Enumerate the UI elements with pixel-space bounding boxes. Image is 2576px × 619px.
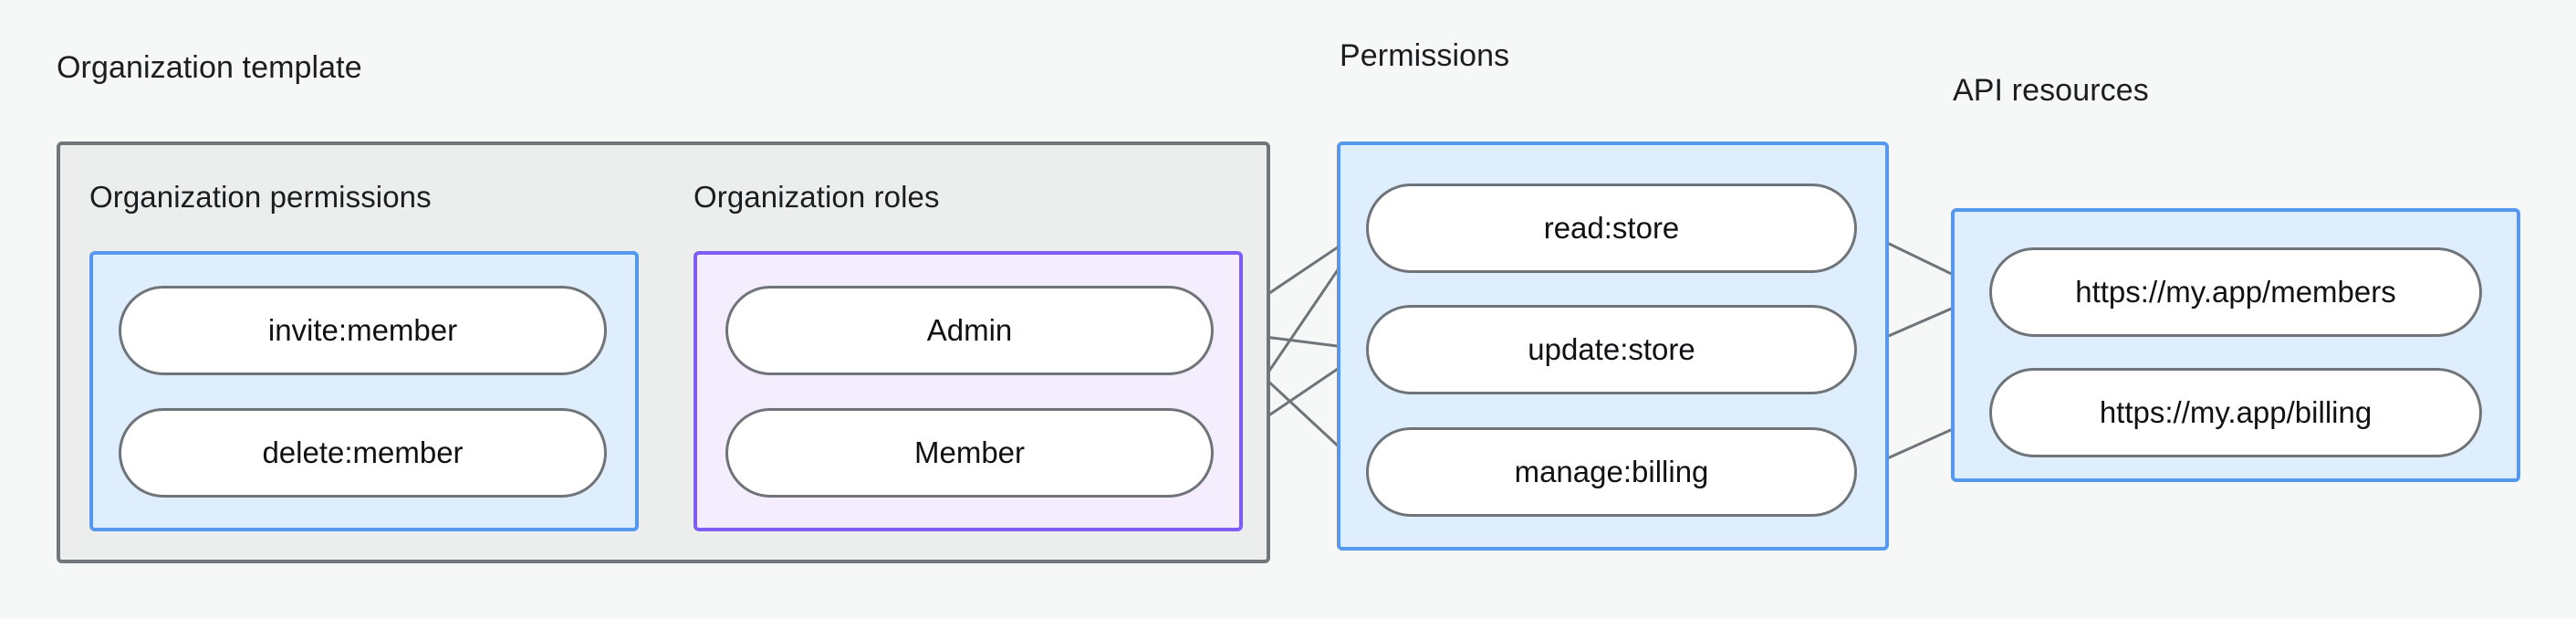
node-admin-label: Admin: [926, 313, 1013, 347]
subgroup-label-organization-permissions: Organization permissions: [89, 180, 432, 214]
node-delete-member-label: delete:member: [262, 435, 464, 469]
node-members-url-label: https://my.app/members: [2075, 275, 2396, 309]
node-read-store[interactable]: read:store: [1366, 184, 1857, 273]
node-members-url[interactable]: https://my.app/members: [1989, 247, 2482, 337]
node-invite-member-label: invite:member: [267, 313, 458, 347]
node-read-store-label: read:store: [1543, 211, 1680, 245]
group-label-api-resources: API resources: [1953, 73, 2149, 108]
node-invite-member[interactable]: invite:member: [119, 286, 607, 375]
node-manage-billing-label: manage:billing: [1514, 455, 1709, 488]
node-billing-url-label: https://my.app/billing: [2099, 395, 2373, 429]
node-member[interactable]: Member: [725, 408, 1214, 498]
group-label-organization-template: Organization template: [57, 50, 362, 85]
node-member-label: Member: [913, 435, 1026, 469]
node-admin[interactable]: Admin: [725, 286, 1214, 375]
node-manage-billing[interactable]: manage:billing: [1366, 427, 1857, 517]
node-delete-member[interactable]: delete:member: [119, 408, 607, 498]
subgroup-label-organization-roles: Organization roles: [694, 180, 940, 214]
node-update-store[interactable]: update:store: [1366, 305, 1857, 394]
node-billing-url[interactable]: https://my.app/billing: [1989, 368, 2482, 457]
node-update-store-label: update:store: [1528, 332, 1695, 366]
group-label-permissions: Permissions: [1340, 38, 1510, 73]
